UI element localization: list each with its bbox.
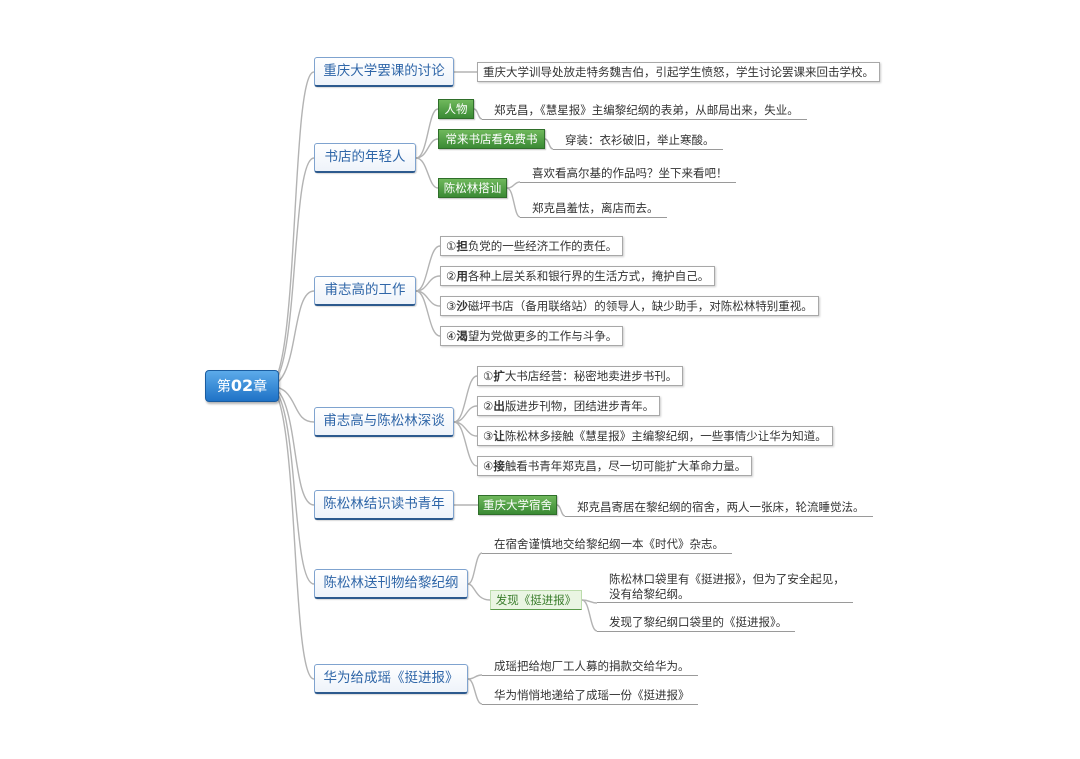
item-lead: 担 bbox=[456, 239, 468, 253]
topic-found-paper-detail-2: 发现了黎纪纲口袋里的《挺进报》。 bbox=[597, 613, 796, 632]
branch-4-item-1: ①扩大书店经营：秘密地卖进步书刊。 bbox=[477, 366, 684, 386]
branch-3-item-2: ②用各种上层关系和银行界的生活方式，掩护自己。 bbox=[440, 266, 716, 286]
branch-5-node: 陈松林结识读书青年 bbox=[314, 490, 454, 520]
detail-line: 陈松林口袋里有《挺进报》，但为了安全起见， bbox=[609, 572, 845, 586]
branch-3-node: 甫志高的工作 bbox=[314, 276, 416, 306]
item-lead: 扩 bbox=[493, 369, 505, 383]
connector-branch-3-item-4 bbox=[415, 290, 441, 337]
connector-topic-found-detail-2 bbox=[581, 599, 598, 632]
topic-free-books-detail: 穿装：衣衫破旧，举止寒酸。 bbox=[553, 131, 723, 150]
branch-4-item-4: ④接触看书青年郑克昌，尽一切可能扩大革命力量。 bbox=[477, 456, 753, 476]
branch-3-item-4: ④渴望为党做更多的工作与斗争。 bbox=[440, 326, 624, 346]
item-marker: ④ bbox=[446, 329, 457, 343]
item-text: 望为党做更多的工作与斗争。 bbox=[467, 329, 618, 343]
item-lead: 接 bbox=[493, 459, 505, 473]
item-text: 版进步刊物，团结进步青年。 bbox=[504, 399, 655, 413]
item-marker: ② bbox=[483, 399, 494, 413]
connector-branch-4-item-1 bbox=[453, 375, 478, 423]
item-lead: 出 bbox=[493, 399, 505, 413]
topic-people-detail: 郑克昌，《慧星报》主编黎纪纲的表弟，从邮局出来，失业。 bbox=[482, 101, 807, 120]
branch-7-note-2: 华为悄悄地递给了成瑶一份《挺进报》 bbox=[482, 686, 698, 705]
connector-branch-2-topic-1 bbox=[415, 108, 439, 159]
connector-branch-2-topic-3 bbox=[415, 157, 439, 189]
item-lead: 用 bbox=[456, 269, 468, 283]
item-text: 陈松林多接触《慧星报》主编黎纪纲，一些事情少让华为知道。 bbox=[504, 429, 827, 443]
item-text: 负党的一些经济工作的责任。 bbox=[467, 239, 618, 253]
branch-3-item-1: ①担负党的一些经济工作的责任。 bbox=[440, 236, 624, 256]
branch-1-note: 重庆大学训导处放走特务魏吉伯，引起学生愤怒，学生讨论罢课来回击学校。 bbox=[477, 62, 880, 82]
item-marker: ② bbox=[446, 269, 457, 283]
item-text: 大书店经营：秘密地卖进步书刊。 bbox=[504, 369, 678, 383]
branch-4-item-3: ③让陈松林多接触《慧星报》主编黎纪纲，一些事情少让华为知道。 bbox=[477, 426, 833, 446]
branch-7-note-1: 成瑶把给炮厂工人募的捐款交给华为。 bbox=[482, 657, 698, 676]
topic-dorm: 重庆大学宿舍 bbox=[478, 495, 557, 515]
branch-2-node: 书店的年轻人 bbox=[314, 143, 416, 173]
branch-4-item-2: ②出版进步刊物，团结进步青年。 bbox=[477, 396, 661, 416]
connector-branch-7-note-1 bbox=[467, 674, 483, 680]
item-lead: 渴 bbox=[456, 329, 468, 343]
connector-topic-chat-detail-1 bbox=[506, 181, 521, 189]
topic-people: 人物 bbox=[438, 99, 474, 119]
item-marker: ④ bbox=[483, 459, 494, 473]
connector-branch-3-item-1 bbox=[415, 245, 441, 292]
topic-found-paper-detail-1: 陈松林口袋里有《挺进报》，但为了安全起见，没有给黎纪纲。 bbox=[597, 570, 853, 603]
topic-found-paper: 发现《挺进报》 bbox=[490, 590, 582, 610]
item-marker: ③ bbox=[483, 429, 494, 443]
root-suffix: 章 bbox=[253, 379, 268, 395]
topic-chat-detail-1: 喜欢看高尔基的作品吗？坐下来看吧！ bbox=[520, 164, 736, 183]
connector-root-branch-1 bbox=[267, 71, 315, 387]
topic-chat-detail-2: 郑克昌羞怯，离店而去。 bbox=[520, 199, 667, 218]
item-lead: 沙 bbox=[456, 299, 468, 313]
connector-branch-6-topic bbox=[467, 583, 491, 601]
item-marker: ① bbox=[446, 239, 457, 253]
connector-branch-4-item-2 bbox=[453, 405, 478, 423]
branch-7-node: 华为给成瑶《挺进报》 bbox=[314, 664, 468, 694]
connector-topic-dorm-detail bbox=[556, 504, 566, 517]
branch-3-item-3: ③沙磁坪书店（备用联络站）的领导人，缺少助手，对陈松林特别重视。 bbox=[440, 296, 819, 316]
connector-branch-2-topic-2 bbox=[415, 138, 439, 159]
connector-topic-freebooks-detail bbox=[544, 138, 554, 150]
connector-branch-4-item-4 bbox=[453, 421, 478, 467]
connector-topic-people-detail bbox=[473, 108, 483, 120]
connector-root-branch-7 bbox=[267, 385, 315, 680]
root-node: 第02章 bbox=[205, 370, 279, 402]
detail-line: 没有给黎纪纲。 bbox=[609, 587, 690, 601]
topic-free-books: 常来书店看免费书 bbox=[438, 129, 545, 149]
branch-6-node: 陈松林送刊物给黎纪纲 bbox=[314, 569, 468, 599]
item-lead: 让 bbox=[493, 429, 505, 443]
item-text: 磁坪书店（备用联络站）的领导人，缺少助手，对陈松林特别重视。 bbox=[467, 299, 813, 313]
root-number: 02 bbox=[230, 376, 254, 395]
connector-branch-7-note-2 bbox=[467, 678, 483, 705]
item-text: 触看书青年郑克昌，尽一切可能扩大革命力量。 bbox=[504, 459, 747, 473]
branch-6-note: 在宿舍谨慎地交给黎纪纲一本《时代》杂志。 bbox=[482, 535, 732, 554]
connector-branch-6-note bbox=[467, 552, 483, 585]
branch-4-node: 甫志高与陈松林深谈 bbox=[314, 407, 454, 437]
item-text: 各种上层关系和银行界的生活方式，掩护自己。 bbox=[467, 269, 710, 283]
topic-dorm-detail: 郑克昌寄居在黎纪纲的宿舍，两人一张床，轮流睡觉法。 bbox=[565, 498, 873, 517]
topic-chat: 陈松林搭讪 bbox=[438, 178, 507, 198]
item-marker: ③ bbox=[446, 299, 457, 313]
connector-topic-chat-detail-2 bbox=[506, 187, 521, 218]
branch-1-node: 重庆大学罢课的讨论 bbox=[314, 57, 454, 87]
root-prefix: 第 bbox=[216, 379, 231, 395]
item-marker: ① bbox=[483, 369, 494, 383]
